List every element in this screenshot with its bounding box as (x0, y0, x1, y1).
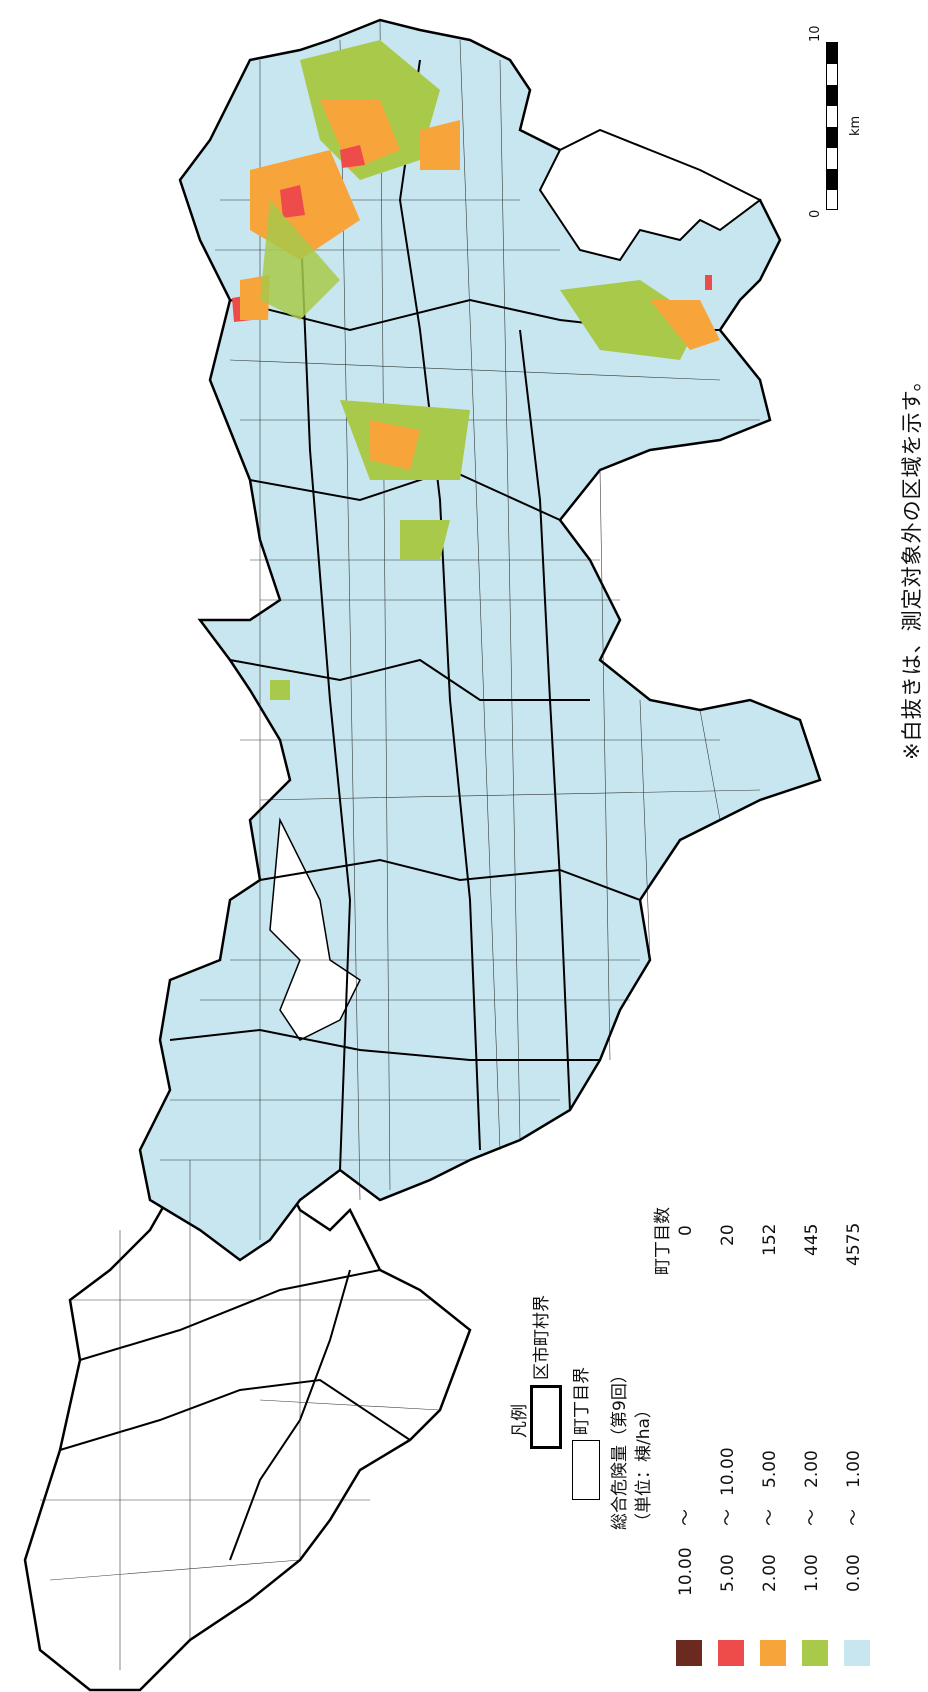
legend-swatch (760, 1640, 786, 1666)
hazard-class-1-2 (270, 680, 290, 700)
hazard-class-5-10 (280, 185, 305, 218)
legend-boundary-thin-label: 町丁目界 (572, 1367, 592, 1435)
legend-swatch (844, 1640, 870, 1666)
legend-count-header: 町丁目数 (653, 1207, 673, 1275)
scale-bar-start: 0 (808, 209, 823, 218)
scale-bar-unit: km (848, 115, 863, 136)
legend-boundary-thin-swatch (572, 1440, 600, 1500)
map-note: ※白抜きは、測定対象外の区域を示す。 (900, 369, 924, 761)
scale-bar-end: 10 (808, 25, 823, 42)
hazard-class-2-5 (650, 300, 720, 350)
hazard-class-2-5 (320, 100, 400, 170)
legend-title: 凡例 (510, 1404, 530, 1438)
legend-measure-title: 総合危険量（第9回） (610, 1366, 630, 1530)
hazard-class-5-10 (705, 275, 712, 290)
legend-swatch (718, 1640, 744, 1666)
town-block-boundaries (40, 19, 761, 1670)
legend-unit: （単位：棟/ha） (634, 1401, 654, 1530)
hazard-class-5-10 (340, 145, 365, 168)
hazard-patches (232, 40, 720, 700)
hazard-class-1-2 (260, 200, 340, 320)
hazard-class-2-5 (420, 120, 460, 170)
legend-boundary-thick-swatch (530, 1385, 562, 1449)
legend-swatch (802, 1640, 828, 1666)
excluded-area-west (23, 1118, 472, 1692)
hazard-class-1-2 (400, 520, 450, 560)
hazard-class-2-5 (370, 420, 420, 470)
legend-swatch (676, 1640, 702, 1666)
legend-boundary-thick-label: 区市町村界 (532, 1295, 552, 1380)
harbor-area (538, 128, 762, 262)
district-boundaries (59, 59, 720, 1561)
scale-bar-body (826, 42, 838, 210)
